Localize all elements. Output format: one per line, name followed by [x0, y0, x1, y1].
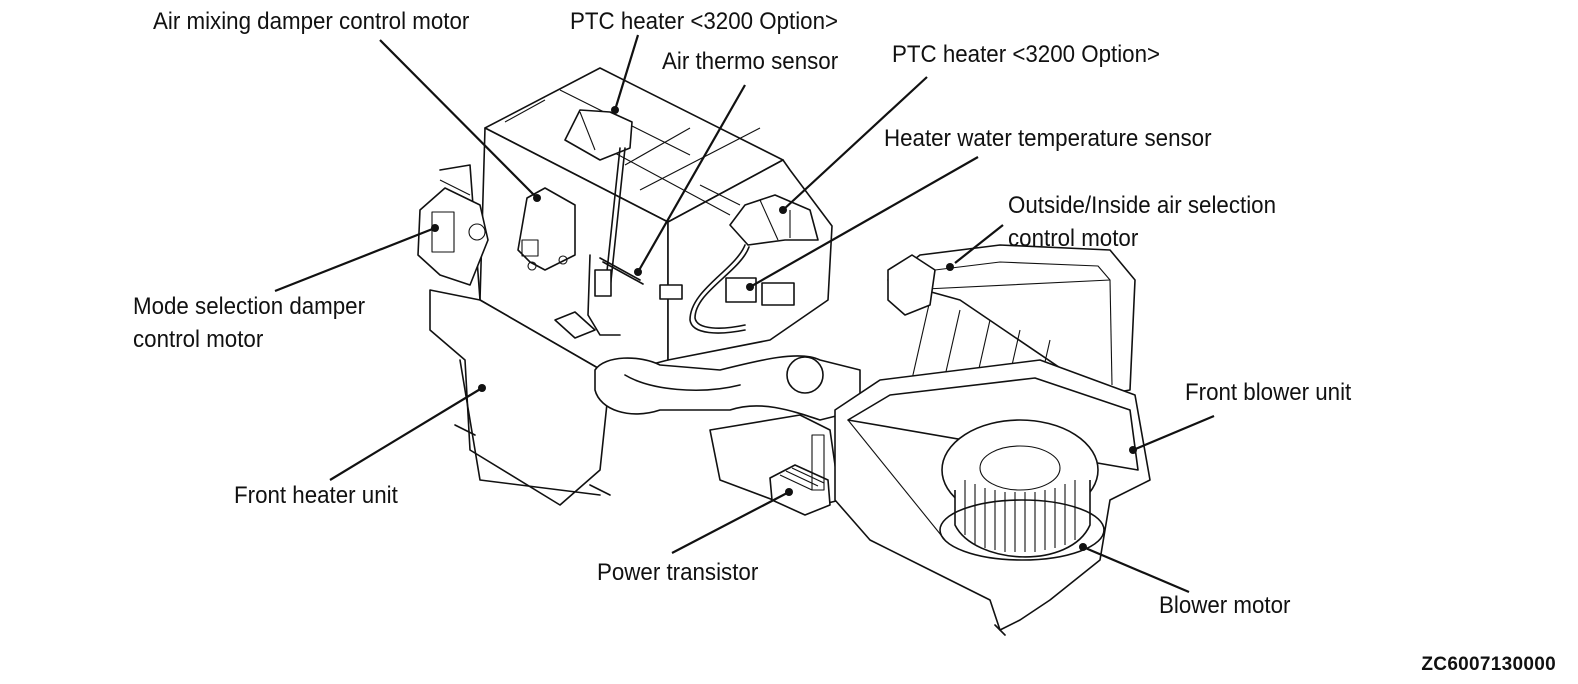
air-thermo-sensor-drawing	[554, 254, 644, 339]
label-ptc-heater-top: PTC heater <3200 Option>	[570, 8, 839, 35]
label-front-heater-unit: Front heater unit	[234, 482, 398, 509]
label-air-mixing-damper-control-motor: Air mixing damper control motor	[153, 8, 470, 35]
leader-dot	[634, 268, 642, 276]
leader-ptc-heater-2	[782, 76, 928, 211]
leader-heater-water-temp-sensor	[749, 156, 979, 288]
label-air-thermo-sensor: Air thermo sensor	[662, 48, 839, 75]
leader-dot	[431, 224, 439, 232]
leader-dot	[746, 283, 754, 291]
leader-dot	[785, 488, 793, 496]
leader-dot	[533, 194, 541, 202]
label-front-blower-unit: Front blower unit	[1185, 379, 1352, 406]
leader-outside-inside-motor	[954, 224, 1004, 264]
label-heater-water-temperature-sensor: Heater water temperature sensor	[884, 125, 1212, 152]
power-transistor-drawing	[769, 434, 831, 516]
leader-dot	[1129, 446, 1137, 454]
ptc-heater-2-drawing	[729, 194, 819, 246]
label-ptc-heater-right: PTC heater <3200 Option>	[892, 41, 1161, 68]
leader-power-transistor	[671, 491, 790, 554]
label-mode-selection-damper-line2: control motor	[133, 326, 264, 353]
leader-dot	[1079, 543, 1087, 551]
label-power-transistor: Power transistor	[597, 559, 759, 586]
heater-water-temp-sensor-drawing	[659, 244, 795, 334]
leader-ptc-heater-1	[613, 34, 640, 111]
leader-dot	[478, 384, 486, 392]
front-blower-unit-drawing	[834, 244, 1151, 636]
leader-air-thermo-sensor	[637, 84, 746, 273]
leader-lines	[274, 34, 1215, 594]
label-outside-inside-air-selection-line1: Outside/Inside air selection	[1008, 192, 1276, 219]
leader-blower-motor	[1082, 545, 1190, 594]
leader-air-mixing-motor	[379, 39, 538, 199]
leader-dot	[611, 106, 619, 114]
label-mode-selection-damper-line1: Mode selection damper	[133, 293, 366, 320]
air-mixing-motor-drawing	[517, 187, 576, 271]
leader-mode-selection-motor	[274, 226, 436, 293]
leader-front-blower-unit	[1132, 414, 1215, 452]
mode-selection-motor-drawing	[417, 179, 489, 286]
leader-front-heater-unit	[329, 387, 483, 481]
leader-dot	[779, 206, 787, 214]
leader-dot	[946, 263, 954, 271]
figure-id: ZC6007130000	[1421, 654, 1556, 675]
label-blower-motor: Blower motor	[1159, 592, 1291, 619]
label-outside-inside-air-selection-line2: control motor	[1008, 225, 1139, 252]
